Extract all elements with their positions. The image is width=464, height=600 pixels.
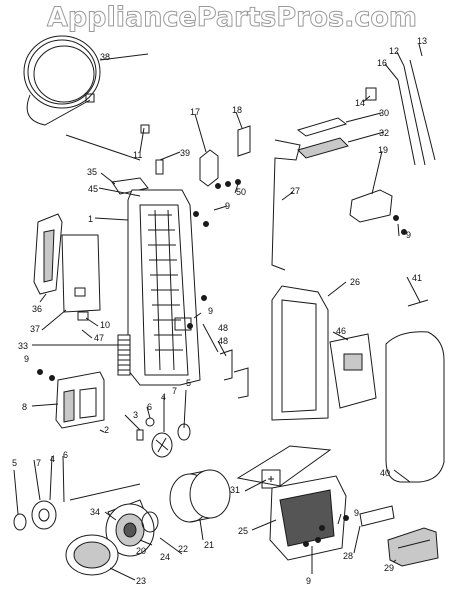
callout-37: 37 [30, 324, 40, 334]
callout-50: 50 [236, 187, 246, 197]
part-bushing [136, 429, 144, 441]
part-motor-assembly [105, 499, 159, 557]
callout-1: 1 [88, 214, 93, 224]
callout-31: 31 [230, 485, 240, 495]
callout-7b: 7 [36, 458, 41, 468]
callout-20: 20 [136, 546, 146, 556]
callout-24: 24 [160, 552, 170, 562]
part-pedal [111, 177, 149, 195]
callout-10: 10 [100, 320, 110, 330]
callout-9f: 9 [306, 576, 311, 586]
part-axle [69, 483, 141, 501]
callout-6b: 6 [63, 450, 68, 460]
part-rod-12 [403, 65, 426, 166]
callout-23: 23 [136, 576, 146, 586]
part-bracket-18 [237, 125, 251, 157]
part-cable [271, 139, 301, 271]
part-mat [236, 445, 332, 487]
callout-38: 38 [100, 52, 110, 62]
part-hose-spring [117, 334, 131, 376]
part-rod-16 [397, 79, 416, 166]
watermark-text: AppliancePartsPros.com [46, 2, 418, 34]
callout-13: 13 [417, 36, 427, 46]
callout-45: 45 [88, 184, 98, 194]
part-rod-13 [409, 59, 436, 161]
part-bag-holder [33, 213, 101, 321]
callout-2: 2 [104, 425, 109, 435]
callout-41: 41 [412, 273, 422, 283]
part-filter-32 [297, 137, 349, 159]
callout-9b: 9 [406, 230, 411, 240]
part-bag-frame [271, 285, 329, 421]
part-wheel-right [151, 432, 173, 458]
callout-9e: 9 [354, 508, 359, 518]
callout-18: 18 [232, 105, 242, 115]
callout-22: 22 [178, 544, 188, 554]
callout-8: 8 [22, 402, 27, 412]
callout-26: 26 [350, 277, 360, 287]
callout-48b: 48 [218, 336, 228, 346]
callout-28: 28 [343, 551, 353, 561]
callout-32: 32 [379, 128, 389, 138]
callout-9d: 9 [208, 306, 213, 316]
part-outer-bag [385, 331, 445, 483]
callout-6a: 6 [147, 402, 152, 412]
part-bumper [387, 527, 439, 567]
callout-16: 16 [377, 58, 387, 68]
part-knob [155, 159, 164, 175]
part-latch [349, 189, 393, 223]
callout-4a: 4 [161, 392, 166, 402]
callout-4b: 4 [50, 454, 55, 464]
part-clip-48b [233, 367, 249, 399]
part-ring-left [13, 513, 27, 531]
callout-35: 35 [87, 167, 97, 177]
part-clip [140, 124, 150, 134]
part-bag-adapter [55, 371, 105, 429]
part-label-31 [261, 469, 281, 489]
callout-46: 46 [336, 326, 346, 336]
callout-36: 36 [32, 304, 42, 314]
callout-9a: 9 [225, 201, 230, 211]
callout-17: 17 [190, 107, 200, 117]
part-nameplate [359, 505, 395, 527]
callout-29: 29 [384, 563, 394, 573]
callout-19: 19 [378, 145, 388, 155]
callout-48a: 48 [218, 323, 228, 333]
callout-7a: 7 [172, 386, 177, 396]
part-motor-shroud [169, 469, 231, 523]
callout-27: 27 [290, 186, 300, 196]
callout-14: 14 [355, 98, 365, 108]
callout-34: 34 [90, 507, 100, 517]
callout-33: 33 [18, 341, 28, 351]
callout-5a: 5 [186, 378, 191, 388]
callout-labels: 38 13 12 16 14 30 32 17 18 39 11 35 45 5… [12, 36, 427, 586]
callout-25: 25 [238, 526, 248, 536]
part-wheel-left [31, 500, 57, 530]
callout-30: 30 [379, 108, 389, 118]
part-filter-30 [296, 117, 348, 137]
part-hook [407, 299, 429, 307]
callout-11: 11 [133, 150, 142, 160]
callout-39: 39 [180, 148, 190, 158]
part-cap [365, 87, 377, 101]
callout-40: 40 [380, 468, 390, 478]
part-clip-48a [219, 349, 233, 381]
part-handle-housing [127, 189, 201, 386]
part-paper-bag [329, 333, 377, 409]
callout-9c: 9 [24, 354, 29, 364]
callout-47: 47 [94, 333, 104, 343]
callout-12: 12 [389, 46, 399, 56]
part-base [269, 475, 349, 561]
part-power-cord [23, 35, 141, 161]
callout-5b: 5 [12, 458, 17, 468]
callout-21: 21 [204, 540, 214, 550]
part-bracket-17 [199, 149, 219, 187]
callout-3: 3 [133, 410, 138, 420]
